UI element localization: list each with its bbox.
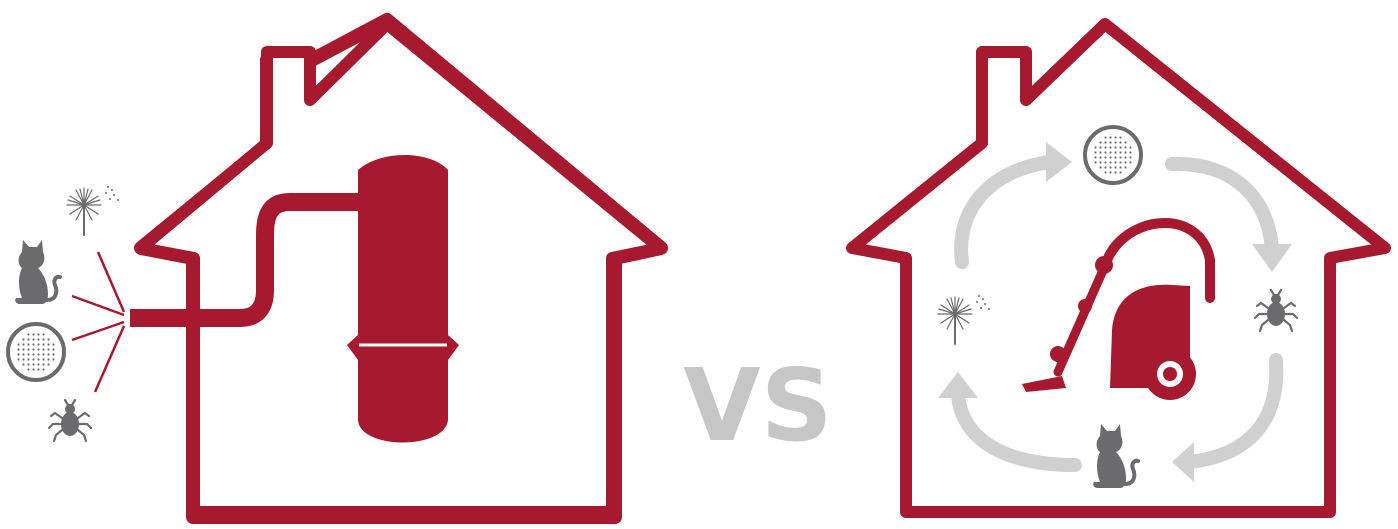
- cat-icon: [15, 240, 60, 304]
- left-house: [8, 20, 661, 517]
- vs-label: VS: [683, 347, 832, 464]
- right-house: [852, 24, 1385, 512]
- exhaust-lines: [72, 252, 124, 392]
- mite-icon: [49, 400, 91, 441]
- central-vacuum-unit: [347, 155, 459, 443]
- dust-filter-icon: [8, 324, 64, 380]
- dust-filter-icon: [1085, 127, 1141, 183]
- dandelion-allergen-icon: [67, 186, 119, 235]
